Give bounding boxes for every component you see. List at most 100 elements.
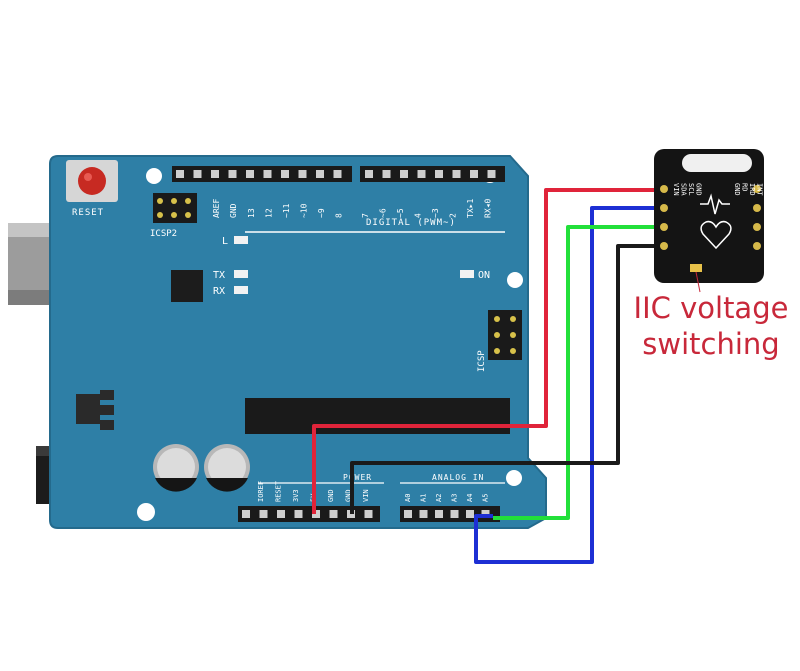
digital-pin-label: ~11 <box>282 203 291 218</box>
header-pin <box>435 510 443 518</box>
header-pin <box>364 510 373 518</box>
icsp-header <box>488 310 522 360</box>
power-pin-label: RESET <box>275 480 283 502</box>
digital-pin-label: ~10 <box>300 203 309 218</box>
digital-pin-label: RX◂0 <box>484 199 493 218</box>
analog-pin-label: A5 <box>482 494 490 502</box>
sensor-module <box>654 149 764 283</box>
voltage-regulator <box>76 390 114 430</box>
digital-pin-label: 8 <box>335 213 344 218</box>
digital-pin-label: 2 <box>449 213 458 218</box>
digital-pin-label: 12 <box>265 208 274 218</box>
aref-label: AREF <box>212 199 221 218</box>
header-pin <box>316 170 324 178</box>
pulse-icon <box>700 193 730 215</box>
header-pin <box>242 510 250 518</box>
led-on-label: ON <box>478 270 490 281</box>
sensor-right-label: IRD <box>748 183 756 196</box>
header-pin <box>435 170 443 178</box>
digital-header-pins <box>176 170 496 178</box>
led-on <box>460 270 474 278</box>
header-pin <box>417 170 426 178</box>
sensor-right-label: INT <box>756 183 764 196</box>
power-pin-label: GND <box>345 489 353 502</box>
header-pin <box>365 170 373 178</box>
digital-pin-label: 7 <box>361 213 370 218</box>
annotation-note: IIC voltage switching <box>622 290 800 362</box>
digital-pin-label: ~3 <box>431 208 440 218</box>
header-pin <box>333 170 342 178</box>
power-pin-label: IOREF <box>257 481 265 502</box>
digital-pin-label: 13 <box>247 208 256 218</box>
led-rx-label: RX <box>213 286 225 297</box>
bottom-header-pins <box>242 510 490 518</box>
digital-pin-label: TX▸1 <box>466 199 475 218</box>
sensor-pin-label: SDA <box>680 183 688 196</box>
header-pin <box>263 170 272 178</box>
header-pin <box>470 170 478 178</box>
header-pin <box>404 510 412 518</box>
header-pin <box>400 170 408 178</box>
digital-label: DIGITAL (PWM~) <box>366 218 456 228</box>
green-wire-sda-a4 <box>493 225 656 520</box>
icsp2-label: ICSP2 <box>150 229 177 239</box>
capacitor-1 <box>153 444 199 492</box>
header-pin <box>259 510 268 518</box>
annotation-line-2: switching <box>642 327 780 361</box>
annotation-line-1: IIC voltage <box>633 291 789 325</box>
mounting-hole <box>506 470 522 486</box>
heart-icon <box>700 220 732 250</box>
header-pin <box>298 170 307 178</box>
header-pin <box>329 510 338 518</box>
led-l <box>234 236 248 244</box>
icsp-pins <box>494 316 516 354</box>
sensor-pin-label: VIN <box>672 183 680 196</box>
header-pin <box>176 170 184 178</box>
annotation-pointer <box>695 271 701 293</box>
led-tx <box>234 270 248 278</box>
sensor-pads <box>660 185 761 250</box>
sensor-pin-label: SCL <box>687 183 695 196</box>
analog-pin-label: A2 <box>435 494 443 502</box>
icsp2-header <box>153 193 197 223</box>
header-pin <box>228 170 237 178</box>
header-pin <box>277 510 285 518</box>
analog-pin-label: A4 <box>466 494 474 502</box>
mounting-hole <box>137 503 155 521</box>
header-pin <box>193 170 202 178</box>
led-tx-label: TX <box>213 270 225 281</box>
led-l-label: L <box>222 236 228 247</box>
header-pin <box>450 510 459 518</box>
black-wire-gnd-gnd <box>350 244 656 514</box>
sensor-right-label: GND <box>733 183 741 196</box>
header-pin <box>281 170 289 178</box>
analog-label: ANALOG IN <box>432 473 484 482</box>
header-pin <box>382 170 391 178</box>
digital-pin-label: 4 <box>414 213 423 218</box>
power-pin-label: GND <box>327 489 335 502</box>
digital-pin-label: ~6 <box>379 208 388 218</box>
icsp-label: ICSP <box>477 350 487 372</box>
analog-pin-label: A3 <box>451 494 459 502</box>
header-pin <box>466 510 474 518</box>
header-pin <box>211 170 219 178</box>
analog-pin-label: A0 <box>404 494 412 502</box>
atmega-chip <box>245 398 510 434</box>
header-pin <box>452 170 461 178</box>
voltage-jumper <box>690 264 702 272</box>
arduino-board <box>49 155 547 529</box>
header-pin <box>487 170 496 178</box>
power-pin-label: VIN <box>362 489 370 502</box>
mounting-hole <box>146 168 162 184</box>
digital-pin-label: ~5 <box>396 208 405 218</box>
mounting-hole <box>507 272 523 288</box>
blue-wire-scl-a5 <box>474 206 656 564</box>
red-wire-vin-5v <box>312 188 656 514</box>
icsp2-pins <box>157 198 191 218</box>
